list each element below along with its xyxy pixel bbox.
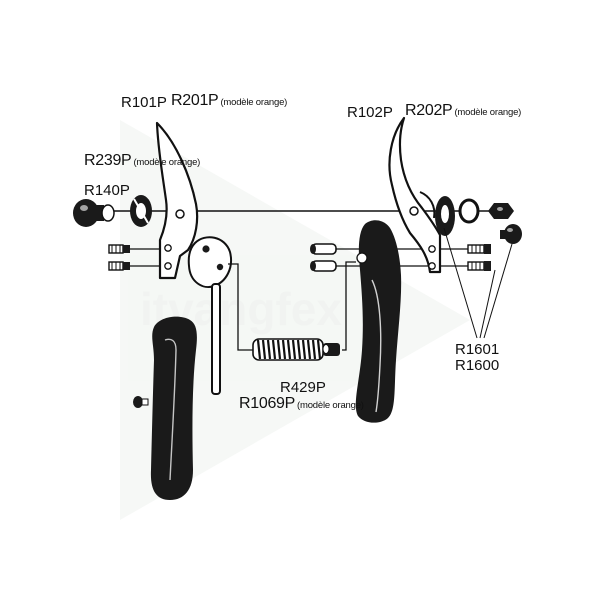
left-handle-icon (150, 316, 197, 500)
label-r101p: R101P (121, 94, 167, 111)
label-r102p: R102P (347, 104, 393, 121)
knob-r1600-icon (500, 224, 522, 244)
label-r1601: R1601 (455, 341, 500, 358)
spring-washer-icon (435, 196, 455, 236)
spring-coil (281, 339, 287, 360)
spring-coil (286, 339, 292, 360)
spring-r429p-icon (252, 338, 324, 361)
spring-coil (276, 339, 282, 360)
label-r201p: R201P(modèle orange) (171, 92, 288, 109)
screw-right-lower-icon (467, 261, 491, 271)
leader-line-3 (483, 243, 513, 339)
screw-right-upper-icon (467, 244, 491, 254)
spring-guide-line-2 (342, 261, 356, 351)
label-r140p: R140P (84, 182, 130, 199)
lever-plate-icon (187, 236, 232, 395)
spring-coil (316, 339, 322, 360)
spring-cap-r1069p-icon (322, 343, 340, 356)
spring-coil (261, 339, 267, 360)
spring-coil (296, 339, 302, 360)
spring-coil (311, 339, 317, 360)
pin-right-upper-icon (310, 243, 337, 255)
washer-r239p-icon (130, 195, 152, 227)
blade-r101p-icon (155, 121, 199, 280)
small-screw-icon (133, 396, 149, 408)
label-r429p: R429P (280, 379, 326, 396)
right-handle-icon (355, 220, 402, 423)
pin-right-lower-icon (310, 260, 337, 272)
label-r1601-r1600: R1601 R1600 (455, 342, 499, 374)
label-r239p: R239P(modèle orange) (84, 152, 201, 169)
flat-washer-icon (458, 198, 480, 224)
screw-left-upper-icon (108, 244, 130, 254)
label-r1069p: R1069P(modèle orange) (239, 395, 364, 412)
spring-coil (256, 339, 262, 360)
spring-guide-line (228, 263, 255, 351)
blade-r102p-icon (388, 116, 442, 274)
label-r1600: R1600 (455, 357, 500, 374)
screw-left-lower-icon (108, 261, 130, 271)
spring-coil (291, 339, 297, 360)
leader-line-1 (443, 227, 478, 339)
spring-coil (301, 339, 307, 360)
nut-r140p-icon (73, 199, 115, 227)
nut-right-icon (488, 203, 514, 219)
leader-line-2 (479, 269, 496, 339)
spring-coil (306, 339, 312, 360)
spring-coil (271, 339, 277, 360)
spring-coil (266, 339, 272, 360)
label-r202p: R202P(modèle orange) (405, 102, 522, 119)
